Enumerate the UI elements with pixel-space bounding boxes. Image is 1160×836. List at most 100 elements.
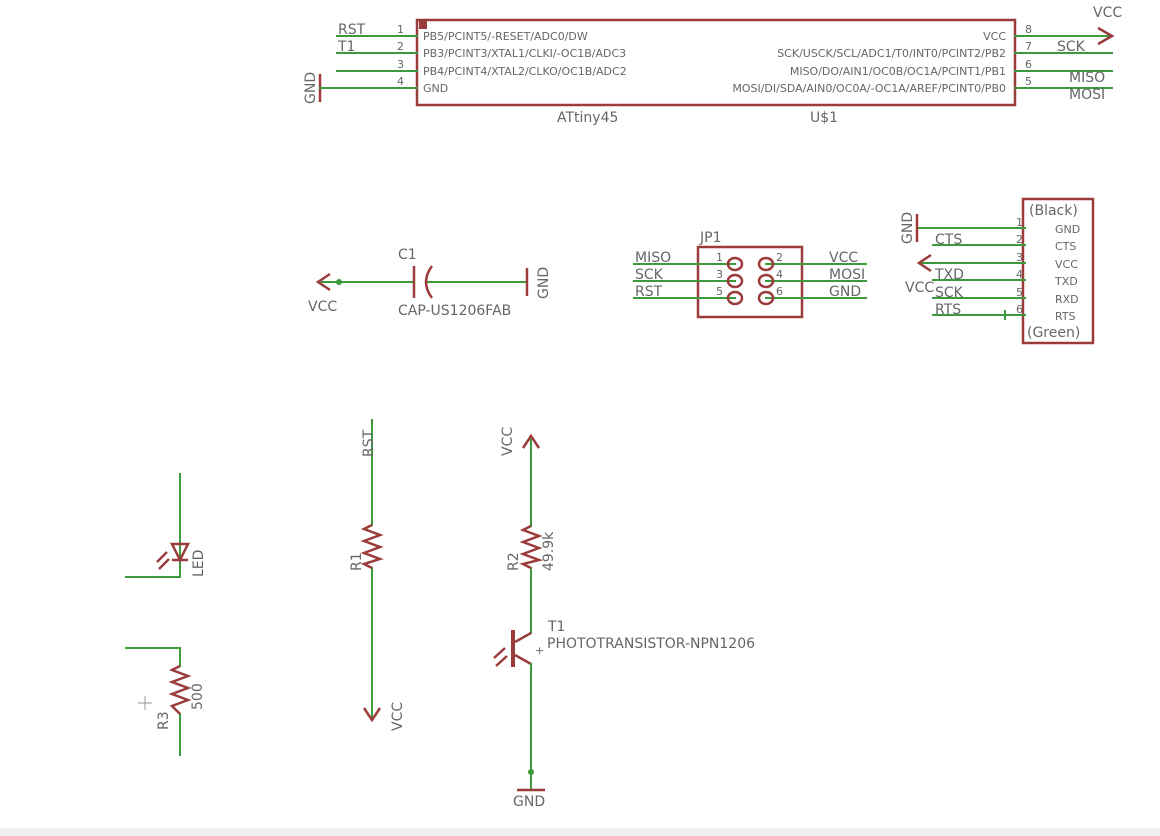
resistor-zigzag-icon bbox=[168, 664, 192, 715]
net-label-vcc: VCC bbox=[905, 280, 934, 296]
r3-value: 500 bbox=[190, 683, 206, 710]
ftdi-pin-num: 4 bbox=[1016, 268, 1023, 281]
resistor-r1[interactable]: RST R1 VCC bbox=[349, 419, 406, 731]
transistor-plus: + bbox=[535, 644, 544, 657]
ftdi-pin-label: RXD bbox=[1055, 293, 1079, 306]
isp-pin-pad bbox=[757, 273, 775, 289]
isp-pin-num: 5 bbox=[716, 285, 723, 298]
mcu-pin1-marker bbox=[419, 21, 427, 29]
mcu-pin-num: 7 bbox=[1025, 40, 1032, 53]
net-label-rst: RST bbox=[635, 284, 663, 300]
isp-ref: JP1 bbox=[699, 230, 721, 246]
light-ray-icon bbox=[493, 647, 506, 659]
mcu-pin-num: 3 bbox=[397, 58, 404, 71]
net-label-cts: CTS bbox=[935, 232, 962, 248]
mcu-body bbox=[415, 18, 1017, 107]
phototransistor-t1[interactable]: + T1 PHOTOTRANSISTOR-NPN1206 GND bbox=[493, 619, 755, 810]
mcu-attiny45[interactable]: ATtiny45 U$1 1 2 3 4 PB5/PCINT5/-RESET/A… bbox=[303, 5, 1122, 126]
light-ray-icon bbox=[158, 558, 170, 570]
ftdi-top-label: (Black) bbox=[1029, 203, 1078, 219]
vcc-arrow-icon bbox=[1097, 26, 1115, 46]
ftdi-pin-num: 6 bbox=[1016, 303, 1023, 316]
ftdi-pin-num: 2 bbox=[1016, 233, 1023, 246]
transistor-emitter bbox=[514, 653, 532, 666]
mcu-pin-num: 6 bbox=[1025, 58, 1032, 71]
resistor-zigzag-icon bbox=[519, 524, 544, 570]
led-ref: LED bbox=[191, 550, 207, 577]
isp-pin-pad bbox=[757, 290, 775, 306]
isp-pin-num: 4 bbox=[776, 268, 783, 281]
cap-ref: C1 bbox=[398, 247, 417, 263]
ftdi-bottom-label: (Green) bbox=[1027, 325, 1080, 341]
net-label-miso: MISO bbox=[635, 250, 671, 266]
mcu-pin-label: GND bbox=[423, 82, 448, 95]
net-label-vcc: VCC bbox=[500, 427, 516, 456]
net-label-vcc: VCC bbox=[308, 299, 337, 315]
isp-pin-num: 3 bbox=[716, 268, 723, 281]
isp-header-jp1[interactable]: JP1 1 3 5 2 4 6 MISO SCK RST VCC MOSI GN… bbox=[633, 230, 867, 319]
mcu-pin-num: 5 bbox=[1025, 75, 1032, 88]
resistor-r3[interactable]: R3 500 bbox=[125, 647, 206, 756]
mcu-pin-num: 8 bbox=[1025, 23, 1032, 36]
mcu-pin-label: VCC bbox=[983, 30, 1006, 43]
net-label-vcc: VCC bbox=[1093, 5, 1122, 21]
light-ray-icon bbox=[495, 655, 508, 667]
mcu-pin-label: MOSI/DI/SDA/AIN0/OC0A/-OC1A/AREF/PCINT0/… bbox=[732, 82, 1006, 95]
vcc-arrow-icon bbox=[362, 707, 382, 723]
t1-value: PHOTOTRANSISTOR-NPN1206 bbox=[547, 636, 755, 652]
r3-ref: R3 bbox=[156, 711, 172, 730]
net-label-gnd: GND bbox=[536, 267, 552, 299]
vcc-arrow-icon bbox=[916, 253, 932, 273]
junction-dot bbox=[528, 769, 534, 775]
mcu-pin-label: MISO/DO/AIN1/OC0B/OC1A/PCINT1/PB1 bbox=[790, 65, 1006, 78]
mcu-pin-label: PB4/PCINT4/XTAL2/CLKO/OC1B/ADC2 bbox=[423, 65, 627, 78]
ftdi-pin-label: GND bbox=[1055, 223, 1080, 236]
ftdi-pin-label: TXD bbox=[1054, 275, 1078, 288]
ftdi-body bbox=[1021, 197, 1095, 345]
ftdi-pin-num: 5 bbox=[1016, 286, 1023, 299]
junction-dot bbox=[336, 279, 342, 285]
isp-pin-pad bbox=[726, 256, 744, 272]
net-label-mosi: MOSI bbox=[829, 267, 865, 283]
mcu-pin-label: PB5/PCINT5/-RESET/ADC0/DW bbox=[423, 30, 588, 43]
led-diode-icon bbox=[169, 542, 191, 563]
net-label-rst: RST bbox=[361, 429, 377, 457]
net-label-gnd: GND bbox=[303, 72, 319, 104]
mcu-ref: U$1 bbox=[810, 110, 838, 126]
net-label-vcc: VCC bbox=[390, 702, 406, 731]
net-label-sck: SCK bbox=[1057, 39, 1086, 55]
vcc-arrow-icon bbox=[521, 433, 541, 449]
ftdi-pin-num: 3 bbox=[1016, 251, 1023, 264]
transistor-collector bbox=[514, 631, 532, 644]
ftdi-header[interactable]: (Black) (Green) 1 2 3 4 5 6 GND CTS VCC … bbox=[900, 197, 1095, 345]
cap-plate-curved bbox=[424, 265, 434, 299]
resistor-zigzag-icon bbox=[360, 523, 384, 570]
r1-ref: R1 bbox=[349, 552, 365, 571]
cap-value: CAP-US1206FAB bbox=[398, 303, 511, 319]
mcu-pin-num: 4 bbox=[397, 75, 404, 88]
isp-pin-pad bbox=[726, 273, 744, 289]
led[interactable]: LED bbox=[125, 473, 207, 578]
status-bar bbox=[0, 828, 1160, 836]
mcu-pin-label: SCK/USCK/SCL/ADC1/T0/INT0/PCINT2/PB2 bbox=[777, 47, 1006, 60]
net-label-gnd: GND bbox=[513, 794, 545, 810]
ftdi-pin-num: 1 bbox=[1016, 216, 1023, 229]
r2-ref: R2 bbox=[506, 552, 522, 571]
t1-ref: T1 bbox=[547, 619, 565, 635]
capacitor-c1[interactable]: C1 CAP-US1206FAB VCC GND bbox=[308, 247, 552, 319]
resistor-r2[interactable]: VCC R2 49.9k bbox=[500, 427, 557, 634]
net-label-vcc: VCC bbox=[829, 250, 858, 266]
isp-pin-num: 6 bbox=[776, 285, 783, 298]
isp-pin-num: 1 bbox=[716, 251, 723, 264]
isp-pin-num: 2 bbox=[776, 251, 783, 264]
net-label-rts: RTS bbox=[935, 302, 961, 318]
isp-pin-pad bbox=[757, 256, 775, 272]
r2-value: 49.9k bbox=[541, 531, 557, 571]
net-label-rst: RST bbox=[338, 22, 366, 38]
mcu-name: ATtiny45 bbox=[557, 110, 618, 126]
net-label-txd: TXD bbox=[934, 267, 964, 283]
vcc-arrow-icon bbox=[315, 272, 331, 292]
net-label-gnd: GND bbox=[829, 284, 861, 300]
mcu-pin-num: 2 bbox=[397, 40, 404, 53]
